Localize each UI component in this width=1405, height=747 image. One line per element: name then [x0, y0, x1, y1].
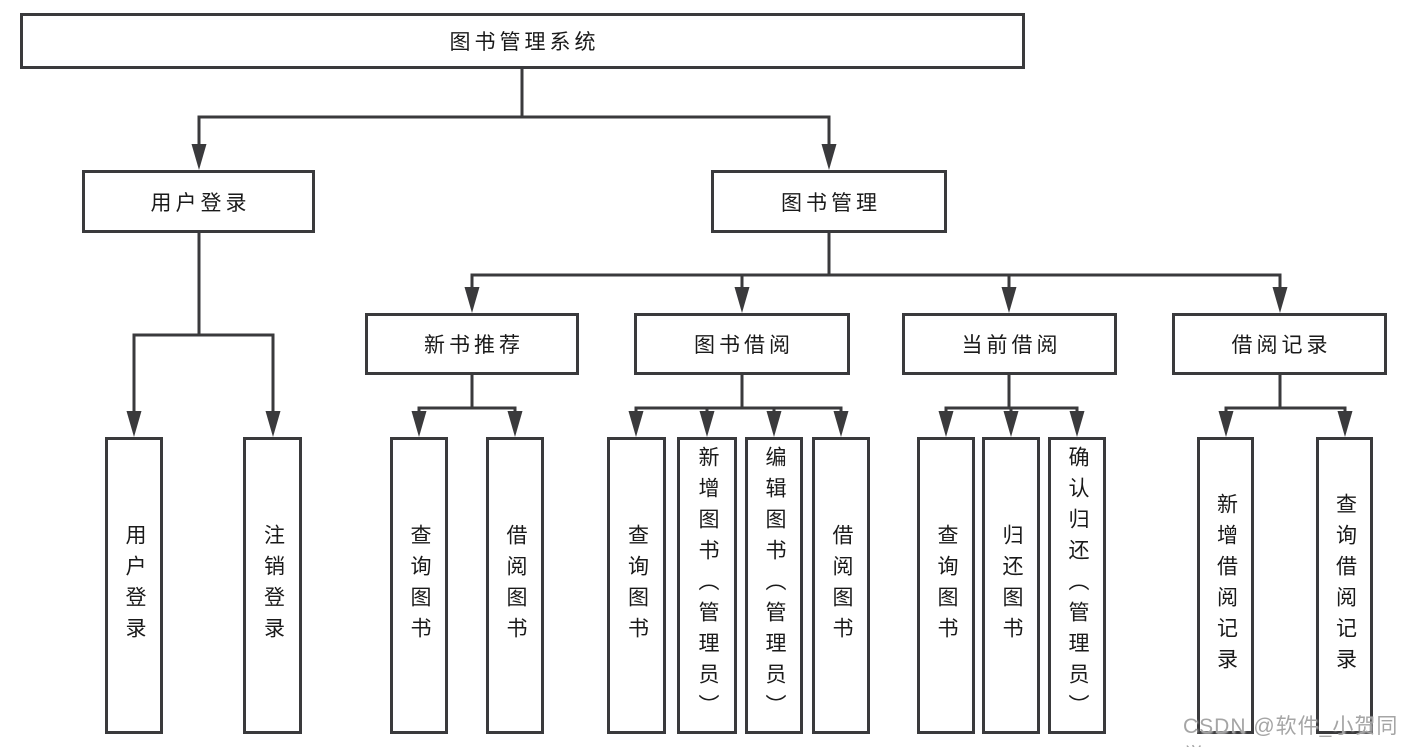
connector-records-to-leaves	[1224, 375, 1347, 412]
arrowhead	[265, 411, 281, 437]
arrowhead	[734, 287, 750, 313]
node-leaf-borrow-borrow-books: 借阅图书	[812, 437, 870, 734]
connector-current-to-leaves	[944, 375, 1079, 412]
node-label: 查询借阅记录	[1333, 492, 1357, 679]
node-leaf-add-books-admin: 新增图书（管理员）	[677, 437, 737, 734]
arrowhead	[766, 411, 782, 437]
node-label: 查询图书	[625, 523, 649, 648]
node-label: 新增借阅记录	[1214, 492, 1238, 679]
arrowhead	[1337, 411, 1353, 437]
node-new-book-recommend: 新书推荐	[365, 313, 579, 375]
node-label: 图书管理	[781, 191, 881, 215]
arrowhead	[628, 411, 644, 437]
arrowhead	[938, 411, 954, 437]
arrowheads	[126, 144, 1353, 437]
arrowhead	[464, 287, 480, 313]
node-leaf-logout: 注销登录	[243, 437, 302, 734]
node-leaf-user-login: 用户登录	[105, 437, 163, 734]
arrowhead	[191, 144, 207, 170]
node-label: 用户登录	[123, 523, 146, 648]
node-leaf-recommend-query-books: 查询图书	[390, 437, 448, 734]
node-label: 新书推荐	[424, 334, 524, 357]
node-leaf-confirm-return-admin: 确认归还（管理员）	[1048, 437, 1106, 734]
connector-root-to-branches	[197, 68, 831, 146]
node-label: 图书管理系统	[449, 31, 600, 54]
node-leaf-add-borrow-record: 新增借阅记录	[1197, 437, 1254, 734]
connector-bookmgmt-to-modules	[470, 233, 1282, 288]
node-label: 编辑图书（管理员）	[763, 446, 786, 725]
node-leaf-query-borrow-record: 查询借阅记录	[1316, 437, 1373, 734]
node-leaf-recommend-borrow-books: 借阅图书	[486, 437, 544, 734]
connector-borrow-to-leaves	[634, 375, 843, 412]
arrowhead	[507, 411, 523, 437]
arrowhead	[1001, 287, 1017, 313]
arrowhead	[821, 144, 837, 170]
node-label: 借阅图书	[830, 523, 853, 648]
node-label: 当前借阅	[961, 334, 1062, 357]
node-book-borrow: 图书借阅	[634, 313, 850, 375]
node-leaf-current-query-books: 查询图书	[917, 437, 975, 734]
arrowhead	[1272, 287, 1288, 313]
node-label: 借阅图书	[504, 523, 527, 648]
node-label: 注销登录	[261, 523, 285, 648]
node-label: 借阅记录	[1231, 334, 1332, 357]
node-label: 查询图书	[408, 523, 431, 648]
arrowhead	[1003, 411, 1019, 437]
node-label: 用户登录	[150, 191, 251, 215]
node-user-login-branch: 用户登录	[82, 170, 315, 233]
node-leaf-return-books: 归还图书	[982, 437, 1040, 734]
node-leaf-edit-books-admin: 编辑图书（管理员）	[745, 437, 803, 734]
watermark: CSDN @软件_小贺同学	[1183, 715, 1399, 747]
node-label: 新增图书（管理员）	[696, 446, 719, 725]
arrowhead	[411, 411, 427, 437]
arrowhead	[833, 411, 849, 437]
node-root-library-system: 图书管理系统	[20, 13, 1025, 69]
node-leaf-borrow-query-books: 查询图书	[607, 437, 666, 734]
node-borrow-records: 借阅记录	[1172, 313, 1387, 375]
node-label: 查询图书	[935, 523, 958, 648]
node-book-management-branch: 图书管理	[711, 170, 947, 233]
node-label: 图书借阅	[694, 334, 794, 357]
arrowhead	[699, 411, 715, 437]
node-label: 归还图书	[1000, 523, 1023, 648]
arrowhead	[1218, 411, 1234, 437]
node-current-borrow: 当前借阅	[902, 313, 1117, 375]
arrowhead	[126, 411, 142, 437]
connector-userlogin-to-leaves	[132, 233, 275, 412]
node-label: 确认归还（管理员）	[1066, 446, 1089, 725]
arrowhead	[1069, 411, 1085, 437]
connector-recommend-to-leaves	[417, 375, 517, 412]
